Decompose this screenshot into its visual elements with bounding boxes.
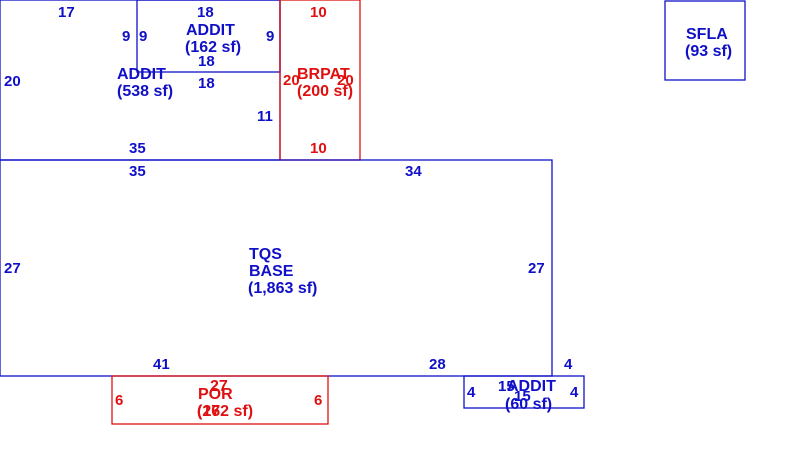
dim-41: 41: [153, 356, 170, 373]
por-overlap-area: (27: [197, 403, 220, 420]
addit-top-area: (162 sf): [185, 39, 241, 56]
dim-35-b: 35: [129, 163, 146, 180]
dim-18-low: 18: [198, 75, 215, 92]
por-outline: [111, 375, 329, 425]
dim-18-top: 18: [197, 4, 214, 21]
por-area: (162 sf): [197, 403, 253, 420]
sfla-area: (93 sf): [685, 43, 732, 60]
addit-small-name: ADDIT: [507, 378, 556, 395]
sfla-outline: [664, 0, 746, 81]
dim-20-left: 20: [4, 73, 21, 90]
por-overlap-name: 27: [210, 378, 228, 395]
dim-18-mid: 18: [198, 53, 215, 70]
sfla-name: SFLA: [686, 26, 728, 43]
addit-small-area: (60 sf): [505, 396, 552, 413]
addit-small-outline: [463, 375, 585, 409]
dim-17: 17: [58, 4, 75, 21]
dim-4-right: 4: [570, 384, 579, 401]
dim-10-top: 10: [310, 4, 327, 21]
dim-6-left: 6: [115, 392, 123, 409]
dim-9-c: 9: [266, 28, 274, 45]
dim-27-right: 27: [528, 260, 545, 277]
base-name-line2: BASE: [249, 263, 294, 280]
dim-9-b: 9: [139, 28, 147, 45]
dim-34: 34: [405, 163, 422, 180]
por-name: POR: [198, 386, 233, 403]
dim-9-a: 9: [122, 28, 130, 45]
addit-top-name: ADDIT: [186, 22, 235, 39]
brpat-name: BRPAT: [297, 66, 350, 83]
addit-small-overlap-2: 15: [514, 388, 531, 405]
dim-20-brpat-left: 20: [283, 72, 300, 89]
base-name-line1: TQS: [249, 246, 282, 263]
dim-11: 11: [257, 108, 273, 125]
dim-20-brpat-right: 20: [337, 72, 354, 89]
addit-small-overlap-1: 15: [498, 378, 515, 395]
dim-27-left: 27: [4, 260, 21, 277]
dim-28: 28: [429, 356, 446, 373]
dim-4-top: 4: [564, 356, 573, 373]
addit-left-area: (538 sf): [117, 83, 173, 100]
dim-4-left: 4: [467, 384, 476, 401]
dim-6-right: 6: [314, 392, 322, 409]
dim-10-bot: 10: [310, 140, 327, 157]
addit-left-name: ADDIT: [117, 66, 166, 83]
base-area: (1,863 sf): [248, 280, 317, 297]
dim-35-a: 35: [129, 140, 146, 157]
brpat-area: (200 sf): [297, 83, 353, 100]
